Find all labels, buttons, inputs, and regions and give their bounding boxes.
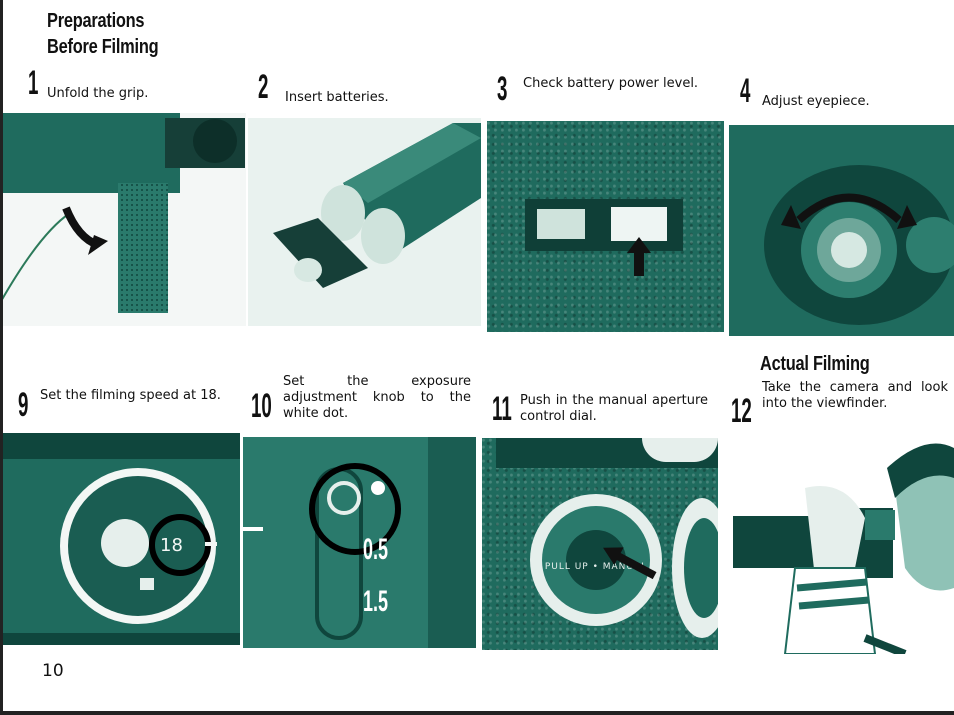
step-number-3: 3 — [497, 70, 508, 108]
step-text-10: Set the exposure adjustment knob to the … — [283, 374, 471, 421]
photo-speed-dial: 18 — [0, 433, 240, 645]
white-dot — [371, 481, 385, 495]
step-number-9: 9 — [18, 386, 29, 424]
section-title-line2: Before Filming — [47, 36, 159, 58]
step-text-2: Insert batteries. — [285, 90, 389, 105]
section-title-actual-filming: Actual Filming — [760, 353, 870, 375]
step-text-11: Push in the manual aperture control dial… — [520, 393, 708, 424]
photo-person-viewfinder — [725, 438, 954, 654]
step-number-4: 4 — [740, 72, 751, 110]
photo-adjust-eyepiece — [729, 125, 954, 336]
step-text-12: Take the camera and look into the viewfi… — [762, 380, 948, 411]
photo-exposure-knob: 0.5 1.5 — [243, 437, 476, 648]
photo-unfold-grip — [0, 113, 246, 326]
exposure-value-bottom: 1.5 — [363, 585, 389, 618]
photo-battery-check — [487, 121, 724, 332]
photo-aperture-dial: PULL UP • MANUAL — [482, 438, 718, 650]
exposure-knob-circle — [309, 463, 401, 555]
step-number-11: 11 — [492, 390, 512, 428]
aperture-ring-label: PULL UP • MANUAL — [544, 562, 648, 572]
page-edge-left — [0, 0, 3, 715]
step-text-9: Set the filming speed at 18. — [40, 388, 221, 403]
step-text-1: Unfold the grip. — [47, 86, 149, 101]
step-number-10: 10 — [251, 387, 272, 425]
step-number-1: 1 — [28, 64, 39, 102]
step-text-3: Check battery power level. — [523, 76, 699, 91]
step-number-2: 2 — [258, 68, 269, 106]
page-number: 10 — [42, 661, 64, 681]
arrow-up-icon — [627, 237, 651, 253]
photo-insert-batteries — [248, 118, 481, 326]
step-number-12: 12 — [731, 392, 752, 430]
page-edge-bottom — [0, 711, 954, 715]
exposure-value-top: 0.5 — [363, 533, 389, 566]
section-title-preparations: Preparations Before Filming — [47, 8, 159, 60]
step-text-4: Adjust eyepiece. — [762, 94, 870, 109]
section-title-line1: Preparations — [47, 10, 145, 32]
speed-dial-value: 18 — [160, 535, 183, 556]
